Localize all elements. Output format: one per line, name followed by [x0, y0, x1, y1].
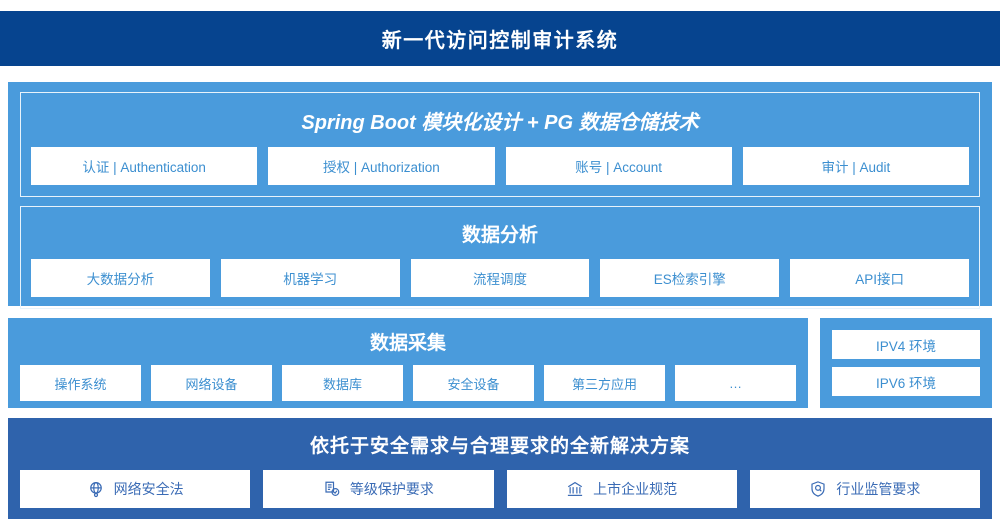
section-title-data-collection: 数据采集 [369, 333, 446, 354]
card-label: IPV4 环境 [875, 338, 937, 354]
card-database[interactable]: 数据库 [282, 365, 403, 401]
card-label: 账号 | Account [575, 160, 663, 175]
card-label: API接口 [855, 272, 904, 287]
document-check-icon [325, 481, 340, 496]
data-analysis-card-row: 大数据分析 机器学习 流程调度 ES检索引擎 API接口 [31, 259, 969, 297]
card-label: 机器学习 [283, 272, 338, 287]
bank-icon [568, 481, 583, 496]
card-security-device[interactable]: 安全设备 [413, 365, 534, 401]
card-label: 第三方应用 [571, 376, 637, 392]
card-ipv4-environment[interactable]: IPV4 环境 [832, 330, 980, 359]
card-authentication[interactable]: 认证 | Authentication [31, 147, 258, 185]
section-title-data-analysis: 数据分析 [461, 225, 538, 246]
card-operating-system[interactable]: 操作系统 [20, 365, 141, 401]
card-label: 数据库 [322, 376, 362, 392]
card-label: 等级保护要求 [349, 481, 434, 497]
card-big-data-analysis[interactable]: 大数据分析 [31, 259, 210, 297]
platform-section-data-analysis: 数据分析 大数据分析 机器学习 流程调度 ES检索引擎 API接口 [20, 206, 980, 309]
card-label: 审计 | Audit [821, 160, 891, 175]
card-es-search-engine[interactable]: ES检索引擎 [600, 259, 780, 297]
card-label: 大数据分析 [86, 272, 155, 287]
solution-card-row: 网络安全法 等级保护要求 [20, 470, 980, 508]
page-title: 新一代访问控制审计系统 [381, 30, 619, 52]
page-header: 新一代访问控制审计系统 [0, 11, 1000, 66]
card-label: 上市企业规范 [593, 481, 678, 497]
card-label: 安全设备 [447, 376, 500, 392]
data-collection-card-row: 操作系统 网络设备 数据库 安全设备 第三方应用 … [20, 365, 796, 401]
card-listed-company-standard[interactable]: 上市企业规范 [506, 470, 737, 508]
card-label: … [729, 375, 742, 391]
card-account[interactable]: 账号 | Account [505, 147, 732, 185]
card-process-scheduling[interactable]: 流程调度 [410, 259, 590, 297]
card-network-device[interactable]: 网络设备 [151, 365, 272, 401]
card-authorization[interactable]: 授权 | Authorization [268, 147, 495, 185]
section-title-architecture: Spring Boot 模块化设计 + PG 数据仓储技术 [301, 112, 699, 134]
card-label: 操作系统 [54, 376, 107, 392]
platform-section-architecture: Spring Boot 模块化设计 + PG 数据仓储技术 认证 | Authe… [20, 92, 980, 197]
platform-panel: Spring Boot 模块化设计 + PG 数据仓储技术 认证 | Authe… [8, 82, 992, 309]
card-more-ellipsis[interactable]: … [675, 365, 796, 401]
card-classified-protection[interactable]: 等级保护要求 [263, 470, 494, 508]
card-api-interface[interactable]: API接口 [790, 259, 969, 297]
card-audit[interactable]: 审计 | Audit [742, 147, 969, 185]
card-label: 网络设备 [185, 376, 238, 392]
shield-search-icon [811, 481, 825, 497]
card-label: IPV6 环境 [875, 375, 937, 391]
card-label: 行业监管要求 [836, 481, 921, 497]
card-industry-regulation[interactable]: 行业监管要求 [749, 470, 980, 508]
card-label: 流程调度 [472, 272, 527, 287]
card-label: 认证 | Authentication [82, 160, 206, 175]
card-cybersecurity-law[interactable]: 网络安全法 [20, 470, 251, 508]
card-label: 授权 | Authorization [322, 160, 440, 175]
environment-panel: IPV4 环境 IPV6 环境 [820, 318, 992, 408]
card-third-party-application[interactable]: 第三方应用 [544, 365, 665, 401]
card-label: ES检索引擎 [653, 272, 726, 287]
collection-row: 数据采集 操作系统 网络设备 数据库 安全设备 第三方应用 … [8, 318, 992, 408]
card-machine-learning[interactable]: 机器学习 [220, 259, 400, 297]
data-collection-panel: 数据采集 操作系统 网络设备 数据库 安全设备 第三方应用 … [8, 318, 808, 408]
section-title-solution: 依托于安全需求与合理要求的全新解决方案 [309, 436, 690, 457]
globe-icon [89, 482, 102, 498]
card-ipv6-environment[interactable]: IPV6 环境 [832, 367, 980, 396]
architecture-card-row: 认证 | Authentication 授权 | Authorization 账… [31, 147, 969, 185]
card-label: 网络安全法 [113, 481, 184, 497]
solution-panel: 依托于安全需求与合理要求的全新解决方案 网络安全法 [8, 418, 992, 519]
